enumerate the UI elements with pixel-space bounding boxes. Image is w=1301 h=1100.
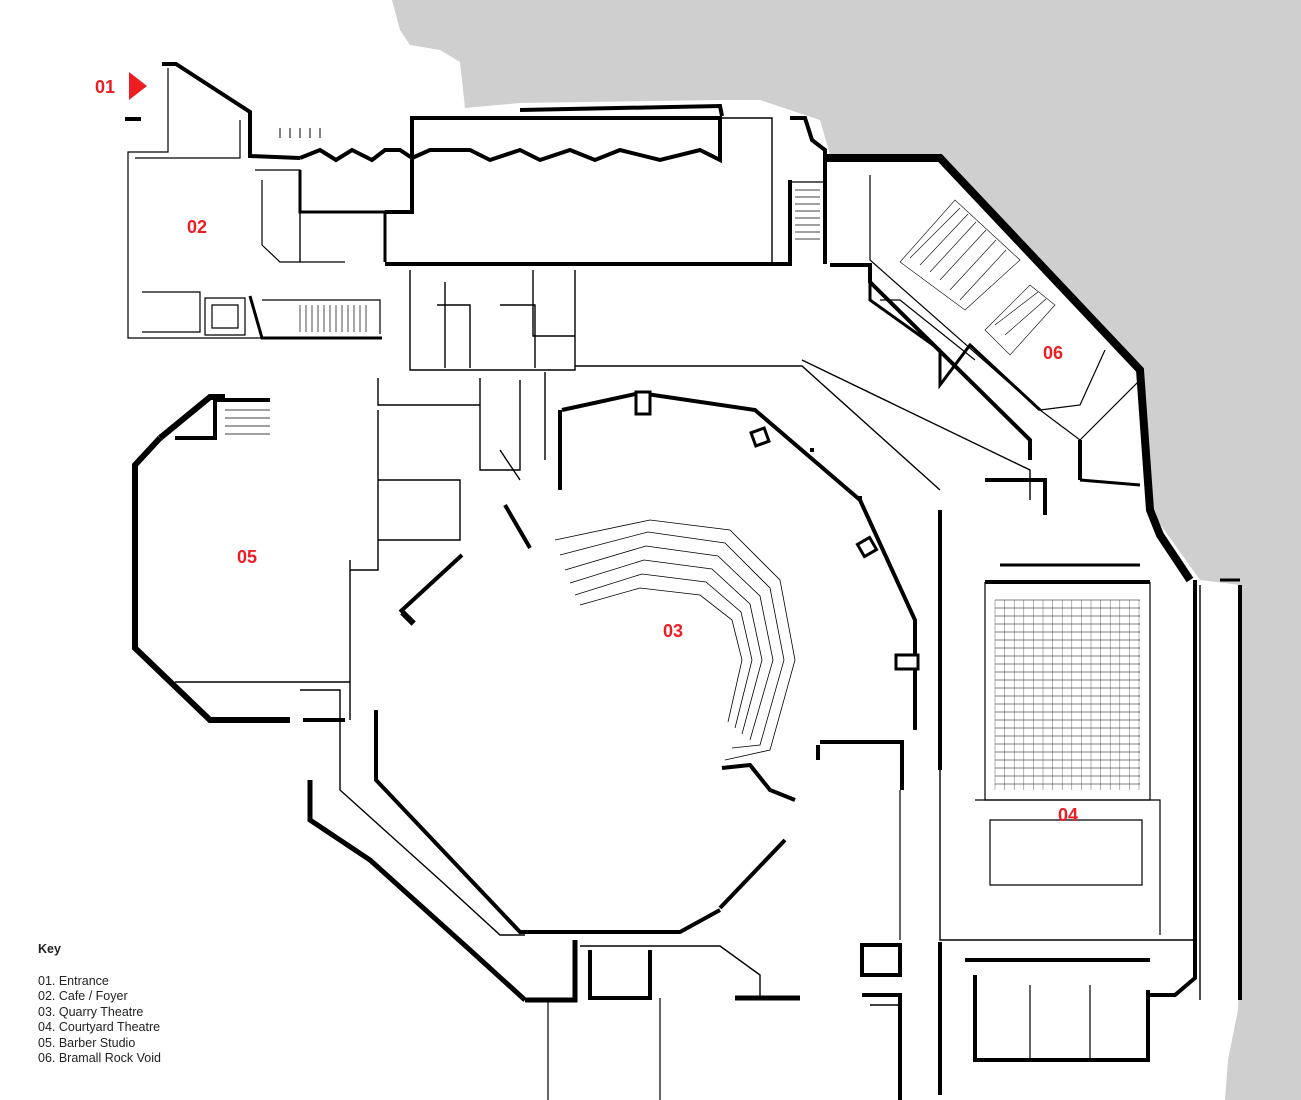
key-item: 06. Bramall Rock Void [38,1051,161,1066]
quarry-seating [554,519,796,761]
label-cafe-foyer: 02 [187,217,208,237]
top-wing-walls [298,103,827,266]
label-bramall-rock-void: 06 [1043,343,1064,363]
quarry-outer-corridor [300,689,800,1003]
cafe-foyer-walls [127,62,382,340]
quarry-theatre-walls [374,390,917,934]
bollard [125,117,141,121]
lower-structures [547,790,902,1100]
bike-racks [279,128,321,138]
key-item: 04. Courtyard Theatre [38,1020,161,1035]
barber-studio-walls [132,394,461,723]
stair-top [795,189,820,240]
key-item: 02. Cafe / Foyer [38,989,128,1004]
label-barber-studio: 05 [237,547,258,567]
entrance-arrow-icon [129,72,147,100]
backstage-walls [377,270,1031,500]
courtyard-seating [994,599,1140,790]
key-item: 03. Quarry Theatre [38,1004,144,1019]
label-entrance: 01 [95,77,116,97]
cafe-stairs [299,305,367,332]
courtyard-theatre-walls [938,510,1242,1095]
key-item: 01. Entrance [38,974,109,988]
bramall-seating-rake [899,199,1056,356]
quarry-pillars [400,390,920,671]
exterior-ground [392,0,1301,1100]
key-item: 05. Barber Studio [38,1035,136,1050]
key-legend: Key 01. Entrance 02. Cafe / Foyer 03. Qu… [38,942,161,1066]
bramall-walls [825,154,1194,583]
key-title: Key [38,942,61,956]
barber-stairs [225,409,270,435]
label-quarry-theatre: 03 [663,621,684,641]
label-courtyard-theatre: 04 [1058,805,1079,825]
